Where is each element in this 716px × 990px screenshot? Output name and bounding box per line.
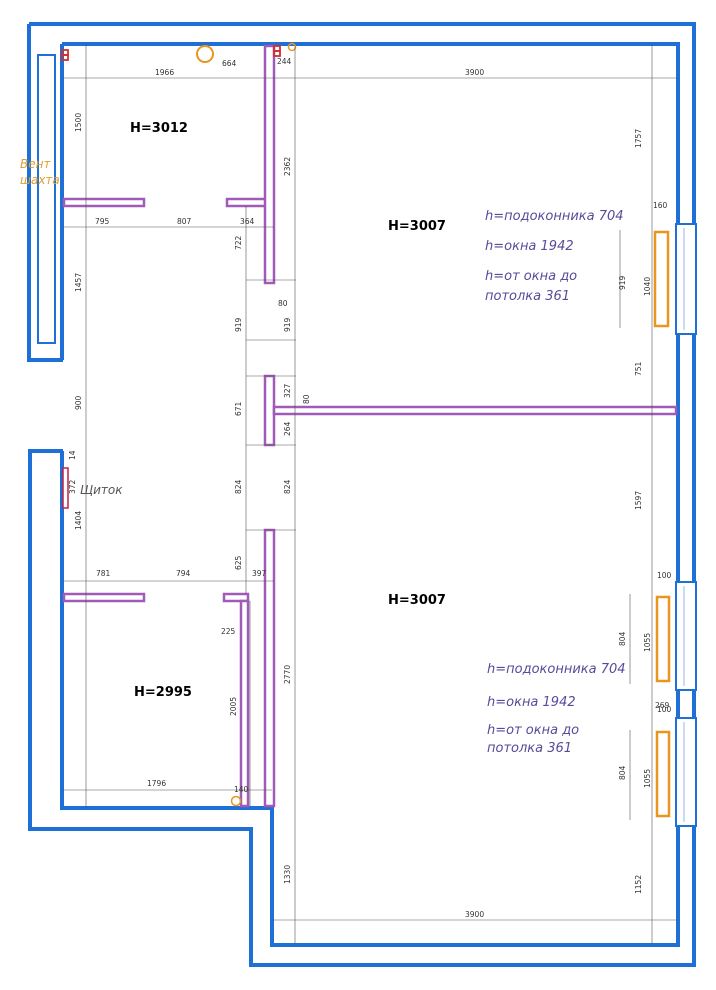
room3-height: H=3007 bbox=[388, 593, 446, 608]
vent-label-line1: Вент bbox=[20, 157, 51, 171]
dim-751: 751 bbox=[634, 361, 643, 376]
room1-height: H=3012 bbox=[130, 121, 188, 136]
dim-1757: 1757 bbox=[634, 129, 643, 148]
dim-372: 372 bbox=[68, 479, 77, 494]
small-circle-icon-bottom bbox=[230, 795, 242, 807]
dim-671: 671 bbox=[234, 401, 243, 416]
note-lower-ceiling-1: h=от окна до bbox=[487, 723, 579, 738]
window-lower-a bbox=[655, 595, 671, 683]
dim-781: 781 bbox=[96, 569, 111, 578]
dim-795: 795 bbox=[95, 217, 110, 226]
dim-2362: 2362 bbox=[283, 157, 292, 176]
partition-room1-right bbox=[225, 197, 269, 208]
partitions bbox=[62, 44, 678, 808]
notes-upper: h=подоконника 704 h=окна 1942 h=от окна … bbox=[485, 209, 624, 304]
window-niche-upper bbox=[675, 223, 697, 335]
dim-722: 722 bbox=[234, 235, 243, 250]
inner-wall-contour bbox=[60, 42, 680, 947]
dim-1796: 1796 bbox=[147, 779, 166, 788]
dim-1457: 1457 bbox=[74, 273, 83, 292]
window-niche-lower-b bbox=[675, 717, 697, 827]
dim-625: 625 bbox=[234, 555, 243, 570]
partition-vertical-mid bbox=[263, 374, 276, 447]
dim-264: 264 bbox=[283, 421, 292, 436]
dim-2005: 2005 bbox=[229, 697, 238, 716]
dim-top-664: 664 bbox=[222, 59, 237, 68]
partition-vertical-low bbox=[263, 528, 276, 808]
riser-circle-icon bbox=[196, 45, 214, 63]
dimension-lines bbox=[62, 44, 678, 944]
window-niches bbox=[675, 223, 697, 827]
dim-397: 397 bbox=[252, 569, 267, 578]
dim-14: 14 bbox=[68, 450, 77, 460]
note-lower-window: h=окна 1942 bbox=[487, 695, 576, 710]
dim-1330: 1330 bbox=[283, 865, 292, 884]
dim-140: 140 bbox=[234, 785, 249, 794]
windows bbox=[653, 230, 671, 818]
window-niche-lower-a bbox=[675, 581, 697, 691]
dim-327: 327 bbox=[283, 383, 292, 398]
note-upper-sill: h=подоконника 704 bbox=[485, 209, 624, 224]
dim-bottom-3900: 3900 bbox=[465, 910, 484, 919]
partition-room4-left bbox=[62, 592, 146, 603]
dim-top-1966: 1966 bbox=[155, 68, 174, 77]
dim-919b: 919 bbox=[283, 317, 292, 332]
room2-height: H=3007 bbox=[388, 219, 446, 234]
note-upper-ceiling-1: h=от окна до bbox=[485, 269, 577, 284]
room4-height: H=2995 bbox=[134, 685, 192, 700]
partition-room1-left bbox=[62, 197, 146, 208]
vent-shaft bbox=[37, 54, 56, 344]
dim-364: 364 bbox=[240, 217, 255, 226]
dim-1597: 1597 bbox=[634, 491, 643, 510]
dim-804a: 804 bbox=[618, 631, 627, 646]
partition-room4-vertical bbox=[239, 599, 250, 808]
dim-824b: 824 bbox=[283, 479, 292, 494]
dim-1404: 1404 bbox=[74, 511, 83, 530]
dim-804b: 804 bbox=[618, 765, 627, 780]
outer-walls bbox=[27, 22, 696, 967]
partition-horizontal-mid bbox=[272, 405, 678, 416]
dim-80b: 80 bbox=[302, 394, 311, 404]
window-lower-b bbox=[655, 730, 671, 818]
note-upper-window: h=окна 1942 bbox=[485, 239, 574, 254]
electrical-panel-label: Щиток bbox=[80, 483, 123, 497]
vent-mark-icon-left bbox=[61, 49, 69, 61]
dim-1055b: 1055 bbox=[643, 769, 652, 788]
dim-top-244: 244 bbox=[277, 57, 292, 66]
vent-mark-icon-center bbox=[273, 45, 281, 57]
dim-160: 160 bbox=[653, 201, 668, 210]
dim-80a: 80 bbox=[278, 299, 288, 308]
dim-100b: 100 bbox=[657, 705, 672, 714]
partition-vertical-top bbox=[263, 44, 276, 285]
dim-794: 794 bbox=[176, 569, 191, 578]
dim-919w: 919 bbox=[618, 275, 627, 290]
dim-top-3900: 3900 bbox=[465, 68, 484, 77]
dim-1040: 1040 bbox=[643, 277, 652, 296]
window-upper bbox=[653, 230, 670, 328]
note-lower-sill: h=подоконника 704 bbox=[487, 662, 626, 677]
dim-824a: 824 bbox=[234, 479, 243, 494]
dim-1152: 1152 bbox=[634, 875, 643, 894]
outer-wall-contour bbox=[27, 22, 696, 967]
dim-919a: 919 bbox=[234, 317, 243, 332]
notes-lower: h=подоконника 704 h=окна 1942 h=от окна … bbox=[487, 662, 626, 756]
dim-807: 807 bbox=[177, 217, 192, 226]
electrical-panel bbox=[62, 467, 69, 509]
note-upper-ceiling-2: потолка 361 bbox=[485, 289, 570, 304]
small-circle-icon-top bbox=[287, 42, 297, 52]
dimension-labels: 1966 664 244 3900 795 807 364 1500 2362 … bbox=[68, 57, 672, 919]
dim-1055a: 1055 bbox=[643, 633, 652, 652]
dim-225: 225 bbox=[221, 627, 236, 636]
dim-269: 269 bbox=[655, 701, 670, 710]
dim-900: 900 bbox=[74, 395, 83, 410]
partition-room4-right bbox=[222, 592, 250, 603]
dim-100a: 100 bbox=[657, 571, 672, 580]
vent-label-line2: шахта bbox=[20, 173, 60, 187]
dim-2770: 2770 bbox=[283, 665, 292, 684]
note-lower-ceiling-2: потолка 361 bbox=[487, 741, 572, 756]
dim-1500: 1500 bbox=[74, 113, 83, 132]
